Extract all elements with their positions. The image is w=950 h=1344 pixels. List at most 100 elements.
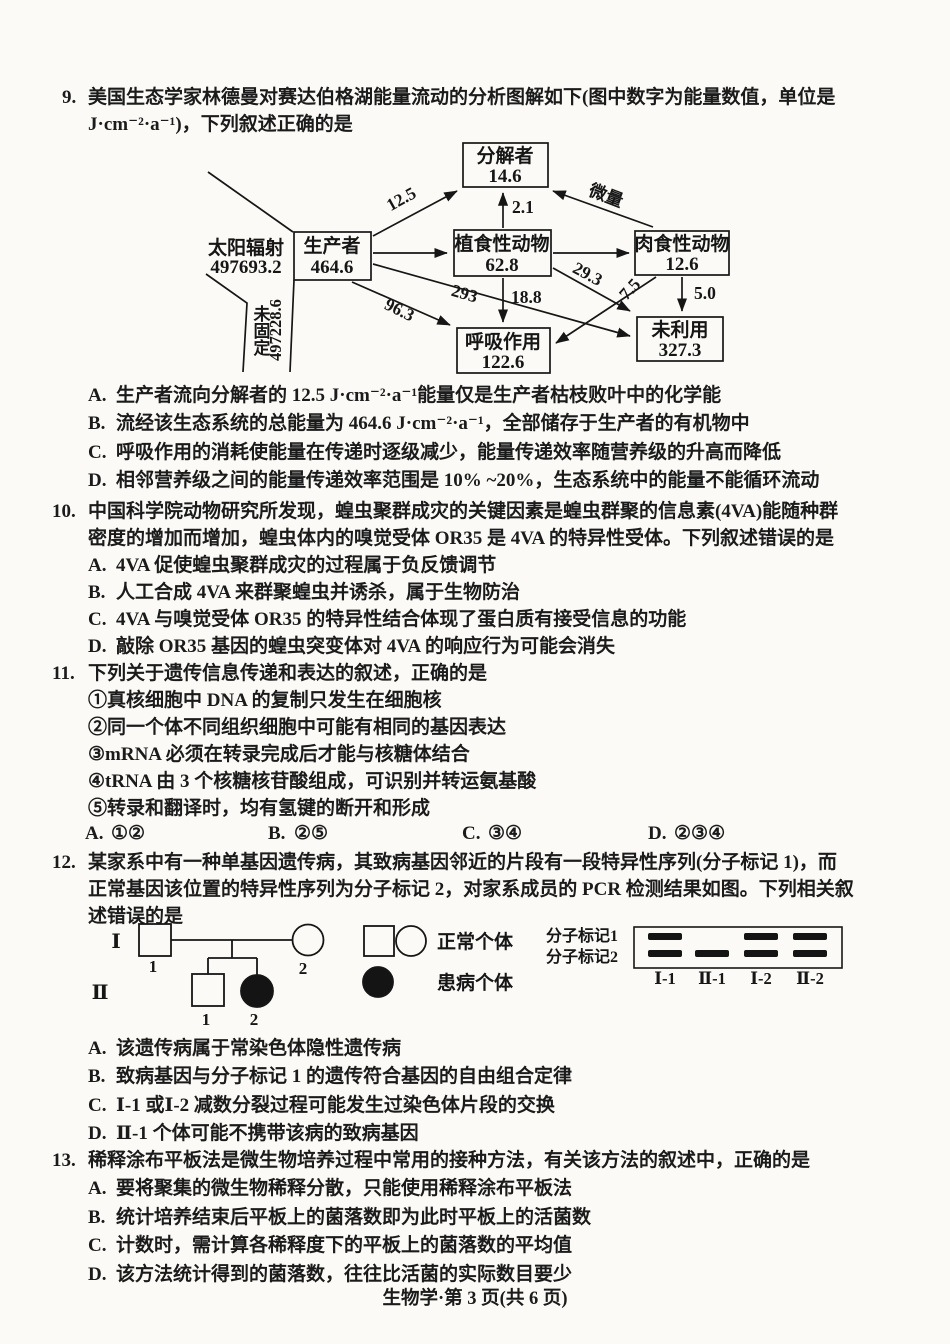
q12-stem-text-1: 某家系中有一种单基因遗传病，其致病基因邻近的片段有一段特异性序列(分子标记 1)…: [88, 852, 837, 873]
legend-normal-square: [363, 925, 395, 957]
q9-line-1: 9. 美国生态学家林德曼对赛达伯格湖能量流动的分析图解如下(图中数字为能量数值，单…: [0, 84, 950, 111]
flow-5-0: 5.0: [694, 283, 716, 303]
q10-stem-text-1: 中国科学院动物研究所发现，蝗虫聚群成灾的关键因素是蝗虫群聚的信息素(4VA)能随…: [88, 501, 839, 522]
unfixed-value: 497228.6: [266, 299, 285, 361]
herbivore-value: 62.8: [485, 255, 518, 276]
q9-option-c-text: 呼吸作用的消耗使能量在传递时逐级减少，能量传递效率随营养级的升高而降低: [116, 441, 782, 463]
q11-item-4: ④tRNA 由 3 个核糖核苷酸组成，可识别并转运氨基酸: [88, 771, 537, 792]
flow-293: 293: [449, 280, 480, 307]
generation-2-label: Ⅱ: [92, 982, 109, 1004]
q12-option-b: B.致病基因与分子标记 1 的遗传符合基因的自由组合定律: [88, 1066, 573, 1088]
legend-normal-label: 正常个体: [437, 930, 514, 953]
band-m1-lane3: [744, 933, 778, 940]
sun-input-line: [207, 171, 294, 233]
q11-option-c: C.③④: [462, 823, 523, 844]
legend-affected-circle: [362, 966, 394, 998]
gel-lane3-label: Ⅰ-2: [750, 969, 771, 988]
carnivore-box: [634, 230, 730, 276]
band-m2-lane1: [648, 950, 682, 957]
unfixed-line: [205, 273, 248, 373]
pedigree-i1-square: [138, 923, 172, 957]
q12-number: 12.: [52, 852, 76, 873]
arrow-herbivore-to-unused: [552, 267, 631, 312]
legend-normal-circle: [395, 925, 427, 957]
q9-option-a-label: A.: [88, 385, 107, 406]
ii1-number: 1: [202, 1010, 211, 1029]
band-m2-lane4: [793, 950, 827, 957]
arrow-producer-to-unused: [372, 263, 631, 338]
carnivore-value: 12.6: [665, 254, 698, 275]
q9-option-a-text: 生产者流向分解者的 12.5 J·cm⁻²·a⁻¹能量仅是生产者枯枝败叶中的化学…: [116, 385, 722, 406]
q12-stem-text-2: 正常基因该位置的特异性序列为分子标记 2，对家系成员的 PCR 检测结果如图。下…: [88, 879, 854, 900]
flow-7-5: 7.5: [615, 274, 645, 304]
page-footer: 生物学·第 3 页(共 6 页): [382, 1289, 568, 1309]
q9-option-a: A. 生产者流向分解者的 12.5 J·cm⁻²·a⁻¹能量仅是生产者枯枝败叶中的…: [88, 382, 950, 410]
q9-number: 9.: [62, 87, 77, 108]
band-m2-lane3: [744, 950, 778, 957]
q9-stem-text-2: J·cm⁻²·a⁻¹)，下列叙述正确的是: [88, 114, 353, 135]
q13-option-b: B.统计培养结束后平板上的菌落数即为此时平板上的活菌数: [88, 1206, 592, 1228]
gel-lane1-label: Ⅰ-1: [654, 969, 675, 988]
question-9-options: A. 生产者流向分解者的 12.5 J·cm⁻²·a⁻¹能量仅是生产者枯枝败叶中的…: [0, 382, 950, 496]
q9-option-b-text: 流经该生态系统的总能量为 464.6 J·cm⁻²·a⁻¹，全部储存于生产者的有…: [116, 413, 750, 435]
q11-number: 11.: [52, 663, 75, 684]
flow-29-3: 29.3: [570, 258, 607, 290]
q10-option-c: C.4VA 与嗅觉受体 OR35 的特异性结合体现了蛋白质有接受信息的功能: [88, 609, 687, 630]
herbivore-box: [453, 229, 552, 277]
unused-box: [636, 316, 724, 362]
q9-stem-text-1: 美国生态学家林德曼对赛达伯格湖能量流动的分析图解如下(图中数字为能量数值，单位是: [88, 87, 836, 108]
q9-line-2: J·cm⁻²·a⁻¹)，下列叙述正确的是: [88, 111, 950, 138]
flow-18-8: 18.8: [511, 287, 542, 307]
q11-item-5: ⑤转录和翻译时，均有氢键的断开和形成: [88, 798, 431, 819]
q10-number: 10.: [52, 501, 76, 522]
q9-option-b-label: B.: [88, 413, 106, 435]
pedigree-ii2-circle-affected: [240, 974, 274, 1008]
q10-option-d: D.敲除 OR35 基因的蝗虫突变体对 4VA 的响应行为可能会消失: [88, 636, 615, 657]
q9-option-c: C. 呼吸作用的消耗使能量在传递时逐级减少，能量传递效率随营养级的升高而降低: [88, 439, 950, 467]
q10-option-b: B.人工合成 4VA 来群聚蝗虫并诱杀，属于生物防治: [88, 582, 520, 603]
q11-option-d: D.②③④: [648, 823, 726, 844]
q10-option-a: A.4VA 促使蝗虫聚群成灾的过程属于负反馈调节: [88, 555, 497, 576]
gel-row2-label: 分子标记2: [546, 948, 618, 966]
question-13: 13.稀释涂布平板法是微生物培养过程中常用的接种方法，有关该方法的叙述中，正确的…: [0, 1147, 950, 1289]
flow-trace: 微量: [585, 179, 626, 211]
question-12-stem: 12. 某家系中有一种单基因遗传病，其致病基因邻近的片段有一段特异性序列(分子标记…: [0, 849, 950, 930]
gel-lane2-label: Ⅱ-1: [698, 969, 726, 988]
q9-option-d: D.相邻营养级之间的能量传递效率范围是 10% ~20%，生态系统中的能量不能循…: [88, 467, 950, 495]
q9-option-c-label: C.: [88, 441, 107, 463]
q11-item-3: ③mRNA 必须在转录完成后才能与核糖体结合: [88, 744, 470, 765]
respiration-value: 122.6: [482, 352, 525, 373]
generation-1-label: Ⅰ: [111, 931, 120, 953]
q9-option-b: B. 流经该生态系统的总能量为 464.6 J·cm⁻²·a⁻¹，全部储存于生产者…: [88, 410, 950, 438]
q11-stem-text: 下列关于遗传信息传递和表达的叙述，正确的是: [88, 663, 488, 684]
gel-row1-label: 分子标记1: [546, 927, 618, 945]
q12-option-d: D.Ⅱ-1 个体可能不携带该病的致病基因: [88, 1123, 419, 1145]
producer-box: [293, 231, 372, 281]
question-9-stem: 9. 美国生态学家林德曼对赛达伯格湖能量流动的分析图解如下(图中数字为能量数值，单…: [0, 84, 950, 138]
decomposer-value: 14.6: [488, 166, 521, 187]
flow-96-3: 96.3: [381, 294, 418, 326]
question-10: 10. 中国科学院动物研究所发现，蝗虫聚群成灾的关键因素是蝗虫群聚的信息素(4VA…: [0, 498, 950, 660]
arrow-producer-to-respiration: [351, 281, 451, 326]
q13-option-c: C.计数时，需计算各稀释度下的平板上的菌落数的平均值: [88, 1235, 573, 1257]
q13-stem-text: 稀释涂布平板法是微生物培养过程中常用的接种方法，有关该方法的叙述中，正确的是: [88, 1150, 811, 1171]
q12-stem-text-3: 述错误的是: [88, 906, 184, 927]
producer-value: 464.6: [311, 257, 354, 278]
q11-options-row: A.①② B.②⑤ C.③④ D.②③④: [0, 822, 950, 849]
arrow-producer-to-decomposer: [372, 190, 458, 237]
flow-12-5: 12.5: [383, 182, 420, 214]
producer-left-edge-line: [289, 279, 295, 373]
pedigree-and-gel-figure: Ⅰ Ⅱ 1 2 1 2 正常个体 患病个体 分子标记1 分子标记2 Ⅰ-1 Ⅱ-…: [92, 923, 843, 1029]
ii2-number: 2: [250, 1010, 259, 1029]
gel-box: [633, 926, 843, 969]
unfixed-label: 未固定: [251, 304, 272, 357]
unused-value: 327.3: [659, 340, 702, 361]
q11-item-2: ②同一个体不同组织细胞中可能有相同的基因表达: [88, 717, 507, 738]
sun-label: 太阳辐射: [208, 236, 284, 259]
q9-option-d-text: 相邻营养级之间的能量传递效率范围是 10% ~20%，生态系统中的能量不能循环流…: [116, 470, 820, 492]
q12-option-a: A.该遗传病属于常染色体隐性遗传病: [88, 1038, 402, 1059]
gel-lane4-label: Ⅱ-2: [796, 969, 824, 988]
carnivore-label: 肉食性动物: [634, 232, 729, 255]
sun-value: 497693.2: [210, 257, 281, 278]
